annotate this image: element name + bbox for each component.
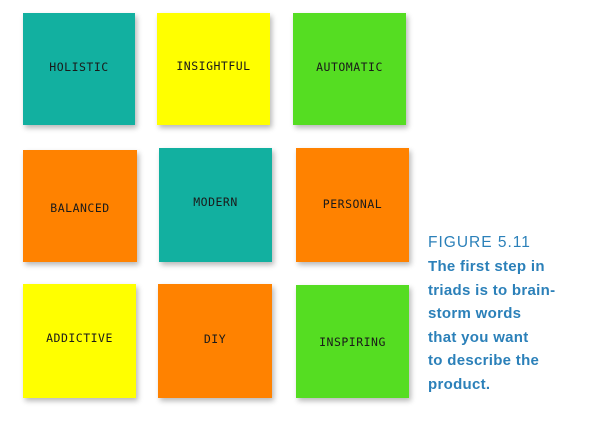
- sticky-note-modern: MODERN: [159, 148, 272, 262]
- note-label: BALANCED: [50, 201, 110, 215]
- caption-line: that you want: [428, 328, 529, 346]
- figure-caption: FIGURE 5.11 The first step in triads is …: [428, 233, 598, 396]
- caption-line: triads is to brain-: [428, 281, 556, 299]
- caption-line: to describe the: [428, 352, 540, 369]
- sticky-note-automatic: AUTOMATIC: [293, 13, 406, 125]
- note-label: AUTOMATIC: [316, 60, 383, 74]
- note-label: DIY: [203, 332, 227, 346]
- sticky-note-personal: PERSONAL: [296, 148, 409, 262]
- sticky-note-holistic: HOLISTIC: [23, 13, 135, 125]
- caption-line: storm words: [428, 305, 522, 322]
- note-label: PERSONAL: [322, 197, 383, 211]
- caption-line: The first step in: [428, 258, 545, 275]
- caption-text: The first step in triads is to brain- st…: [428, 255, 598, 396]
- note-label: MODERN: [193, 195, 238, 209]
- caption-line: product.: [428, 375, 491, 393]
- note-label: ADDICTIVE: [46, 331, 113, 345]
- note-label: HOLISTIC: [49, 60, 109, 74]
- sticky-note-balanced: BALANCED: [23, 150, 137, 262]
- sticky-note-addictive: ADDICTIVE: [23, 284, 136, 398]
- note-label: INSPIRING: [319, 334, 386, 349]
- sticky-note-diy: DIY: [158, 284, 272, 398]
- sticky-note-inspiring: INSPIRING: [296, 285, 409, 398]
- sticky-note-insightful: INSIGHTFUL: [157, 13, 270, 125]
- note-label: INSIGHTFUL: [176, 59, 251, 73]
- figure-label: FIGURE 5.11: [428, 234, 531, 251]
